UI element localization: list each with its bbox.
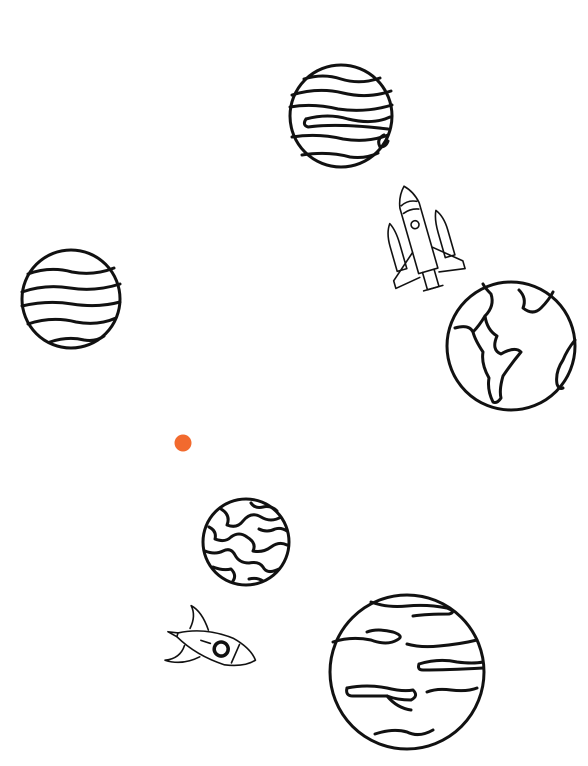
swirled-planet-icon <box>201 497 291 587</box>
space-shuttle-icon <box>370 180 470 305</box>
earth-globe-icon <box>445 280 579 412</box>
orange-dot-marker-icon <box>174 434 192 452</box>
rocket-icon <box>160 604 264 680</box>
banded-planet-left-icon <box>20 248 122 350</box>
banded-planet-top-icon <box>288 63 394 169</box>
large-banded-planet-icon <box>327 592 487 752</box>
